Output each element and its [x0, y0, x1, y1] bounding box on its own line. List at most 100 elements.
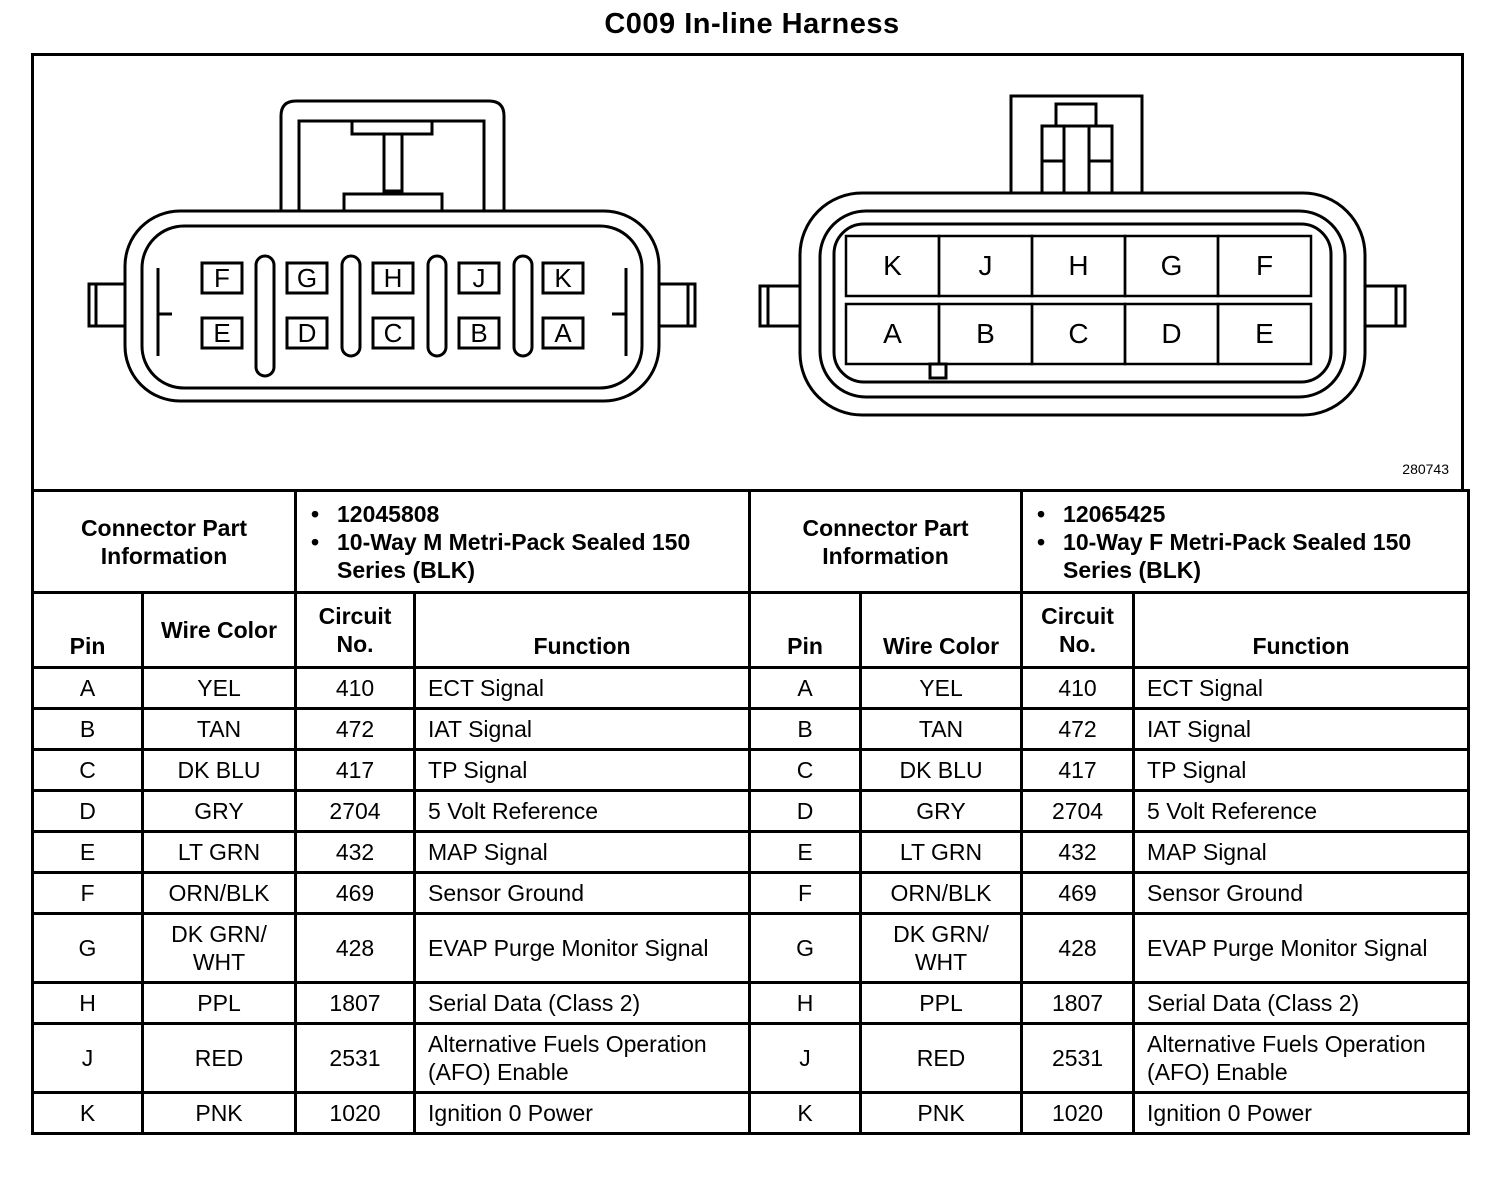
pin-cell: A	[31, 666, 144, 710]
connector-pin: K	[541, 261, 585, 295]
connector-pin-label: B	[470, 318, 487, 348]
function-cell: Sensor Ground	[413, 871, 752, 915]
part-info-item: • 10-Way F Metri-Pack Sealed 150 Series (…	[1037, 528, 1467, 584]
wire-color-cell: PPL	[140, 981, 298, 1025]
pin-cell: E	[31, 830, 144, 874]
function-cell: MAP Signal	[1132, 830, 1471, 874]
connector-pin-label: H	[384, 263, 403, 293]
connector-pin: A	[844, 302, 941, 366]
connector-pin-label: K	[883, 250, 902, 281]
left-part-info-list: • 12045808 • 10-Way M Metri-Pack Sealed 150…	[297, 494, 748, 590]
left-connector	[87, 99, 697, 403]
connector-pin: B	[937, 302, 1034, 366]
wire-color-cell: DK GRN/ WHT	[140, 912, 298, 984]
col-header-circuit: Circuit No.	[1020, 591, 1136, 669]
circuit-cell: 428	[1020, 912, 1136, 984]
connector-pin: E	[1216, 302, 1313, 366]
wire-color-cell: ORN/BLK	[140, 871, 298, 915]
connector-pin: J	[457, 261, 501, 295]
connector-pin: C	[1030, 302, 1127, 366]
left-connector-pins: F G H J K E D C B A	[200, 261, 585, 350]
col-header-circuit: Circuit No.	[294, 591, 417, 669]
function-cell: Alternative Fuels Operation (AFO) Enable	[1132, 1022, 1471, 1094]
figure-id: 280743	[1402, 461, 1449, 477]
col-header-wire-color: Wire Color	[859, 591, 1024, 669]
circuit-cell: 2531	[1020, 1022, 1136, 1094]
connector-pin-label: E	[213, 318, 230, 348]
pin-cell: B	[748, 707, 863, 751]
connector-pin: K	[844, 234, 941, 298]
function-cell: 5 Volt Reference	[413, 789, 752, 833]
circuit-cell: 417	[1020, 748, 1136, 792]
col-header-wire-color: Wire Color	[140, 591, 298, 669]
pin-cell: D	[31, 789, 144, 833]
pin-cell: E	[748, 830, 863, 874]
pin-cell: A	[748, 666, 863, 710]
right-part-info-label: Connector Part Information	[748, 489, 1024, 594]
wire-color-cell: PPL	[859, 981, 1024, 1025]
circuit-cell: 472	[294, 707, 417, 751]
wire-color-cell: PNK	[859, 1091, 1024, 1135]
pin-cell: F	[748, 871, 863, 915]
circuit-cell: 2704	[294, 789, 417, 833]
connector-pin-label: C	[1068, 318, 1088, 349]
part-info-text: 10-Way F Metri-Pack Sealed 150 Series (B…	[1063, 528, 1412, 583]
wire-color-cell: LT GRN	[859, 830, 1024, 874]
bullet-icon: •	[311, 500, 320, 527]
connector-pin: F	[1216, 234, 1313, 298]
function-cell: TP Signal	[413, 748, 752, 792]
pin-cell: J	[31, 1022, 144, 1094]
circuit-cell: 469	[1020, 871, 1136, 915]
function-cell: Serial Data (Class 2)	[1132, 981, 1471, 1025]
connector-pin: D	[285, 316, 329, 350]
circuit-cell: 432	[294, 830, 417, 874]
function-cell: IAT Signal	[1132, 707, 1471, 751]
pin-cell: D	[748, 789, 863, 833]
connector-pin-label: A	[554, 318, 572, 348]
connector-pin: J	[937, 234, 1034, 298]
circuit-cell: 1807	[1020, 981, 1136, 1025]
part-info-text: 10-Way M Metri-Pack Sealed 150 Series (B…	[337, 528, 691, 583]
connector-pin-label: E	[1255, 318, 1274, 349]
wire-color-cell: ORN/BLK	[859, 871, 1024, 915]
bullet-icon: •	[311, 528, 320, 555]
connector-pin-label: F	[1256, 250, 1273, 281]
function-cell: TP Signal	[1132, 748, 1471, 792]
pinout-table: Connector Part Information • 12045808 • 10-…	[30, 489, 1471, 1135]
left-part-info-label: Connector Part Information	[30, 489, 298, 594]
circuit-cell: 472	[1020, 707, 1136, 751]
function-cell: ECT Signal	[413, 666, 752, 710]
part-info-text: 12045808	[337, 500, 440, 527]
pin-cell: F	[31, 871, 144, 915]
connector-pin: H	[1030, 234, 1127, 298]
connector-pin-label: H	[1068, 250, 1088, 281]
connector-pin-label: F	[214, 263, 230, 293]
connector-pin: A	[541, 316, 585, 350]
connector-pin: G	[285, 261, 329, 295]
circuit-cell: 1020	[294, 1091, 417, 1135]
circuit-cell: 410	[1020, 666, 1136, 710]
connector-pin-label: J	[473, 263, 486, 293]
bullet-icon: •	[1037, 528, 1046, 555]
function-cell: IAT Signal	[413, 707, 752, 751]
part-info-item: • 10-Way M Metri-Pack Sealed 150 Series (…	[311, 528, 748, 584]
part-info-item: • 12045808	[311, 500, 748, 528]
col-header-function: Function	[413, 591, 752, 669]
circuit-cell: 469	[294, 871, 417, 915]
part-info-row: Connector Part Information • 12045808 • 10-…	[30, 489, 1471, 594]
connector-pin: E	[200, 316, 244, 350]
connector-pin-label: C	[384, 318, 403, 348]
col-header-pin: Pin	[31, 591, 144, 669]
connector-pin-label: D	[1161, 318, 1181, 349]
pin-cell: C	[31, 748, 144, 792]
